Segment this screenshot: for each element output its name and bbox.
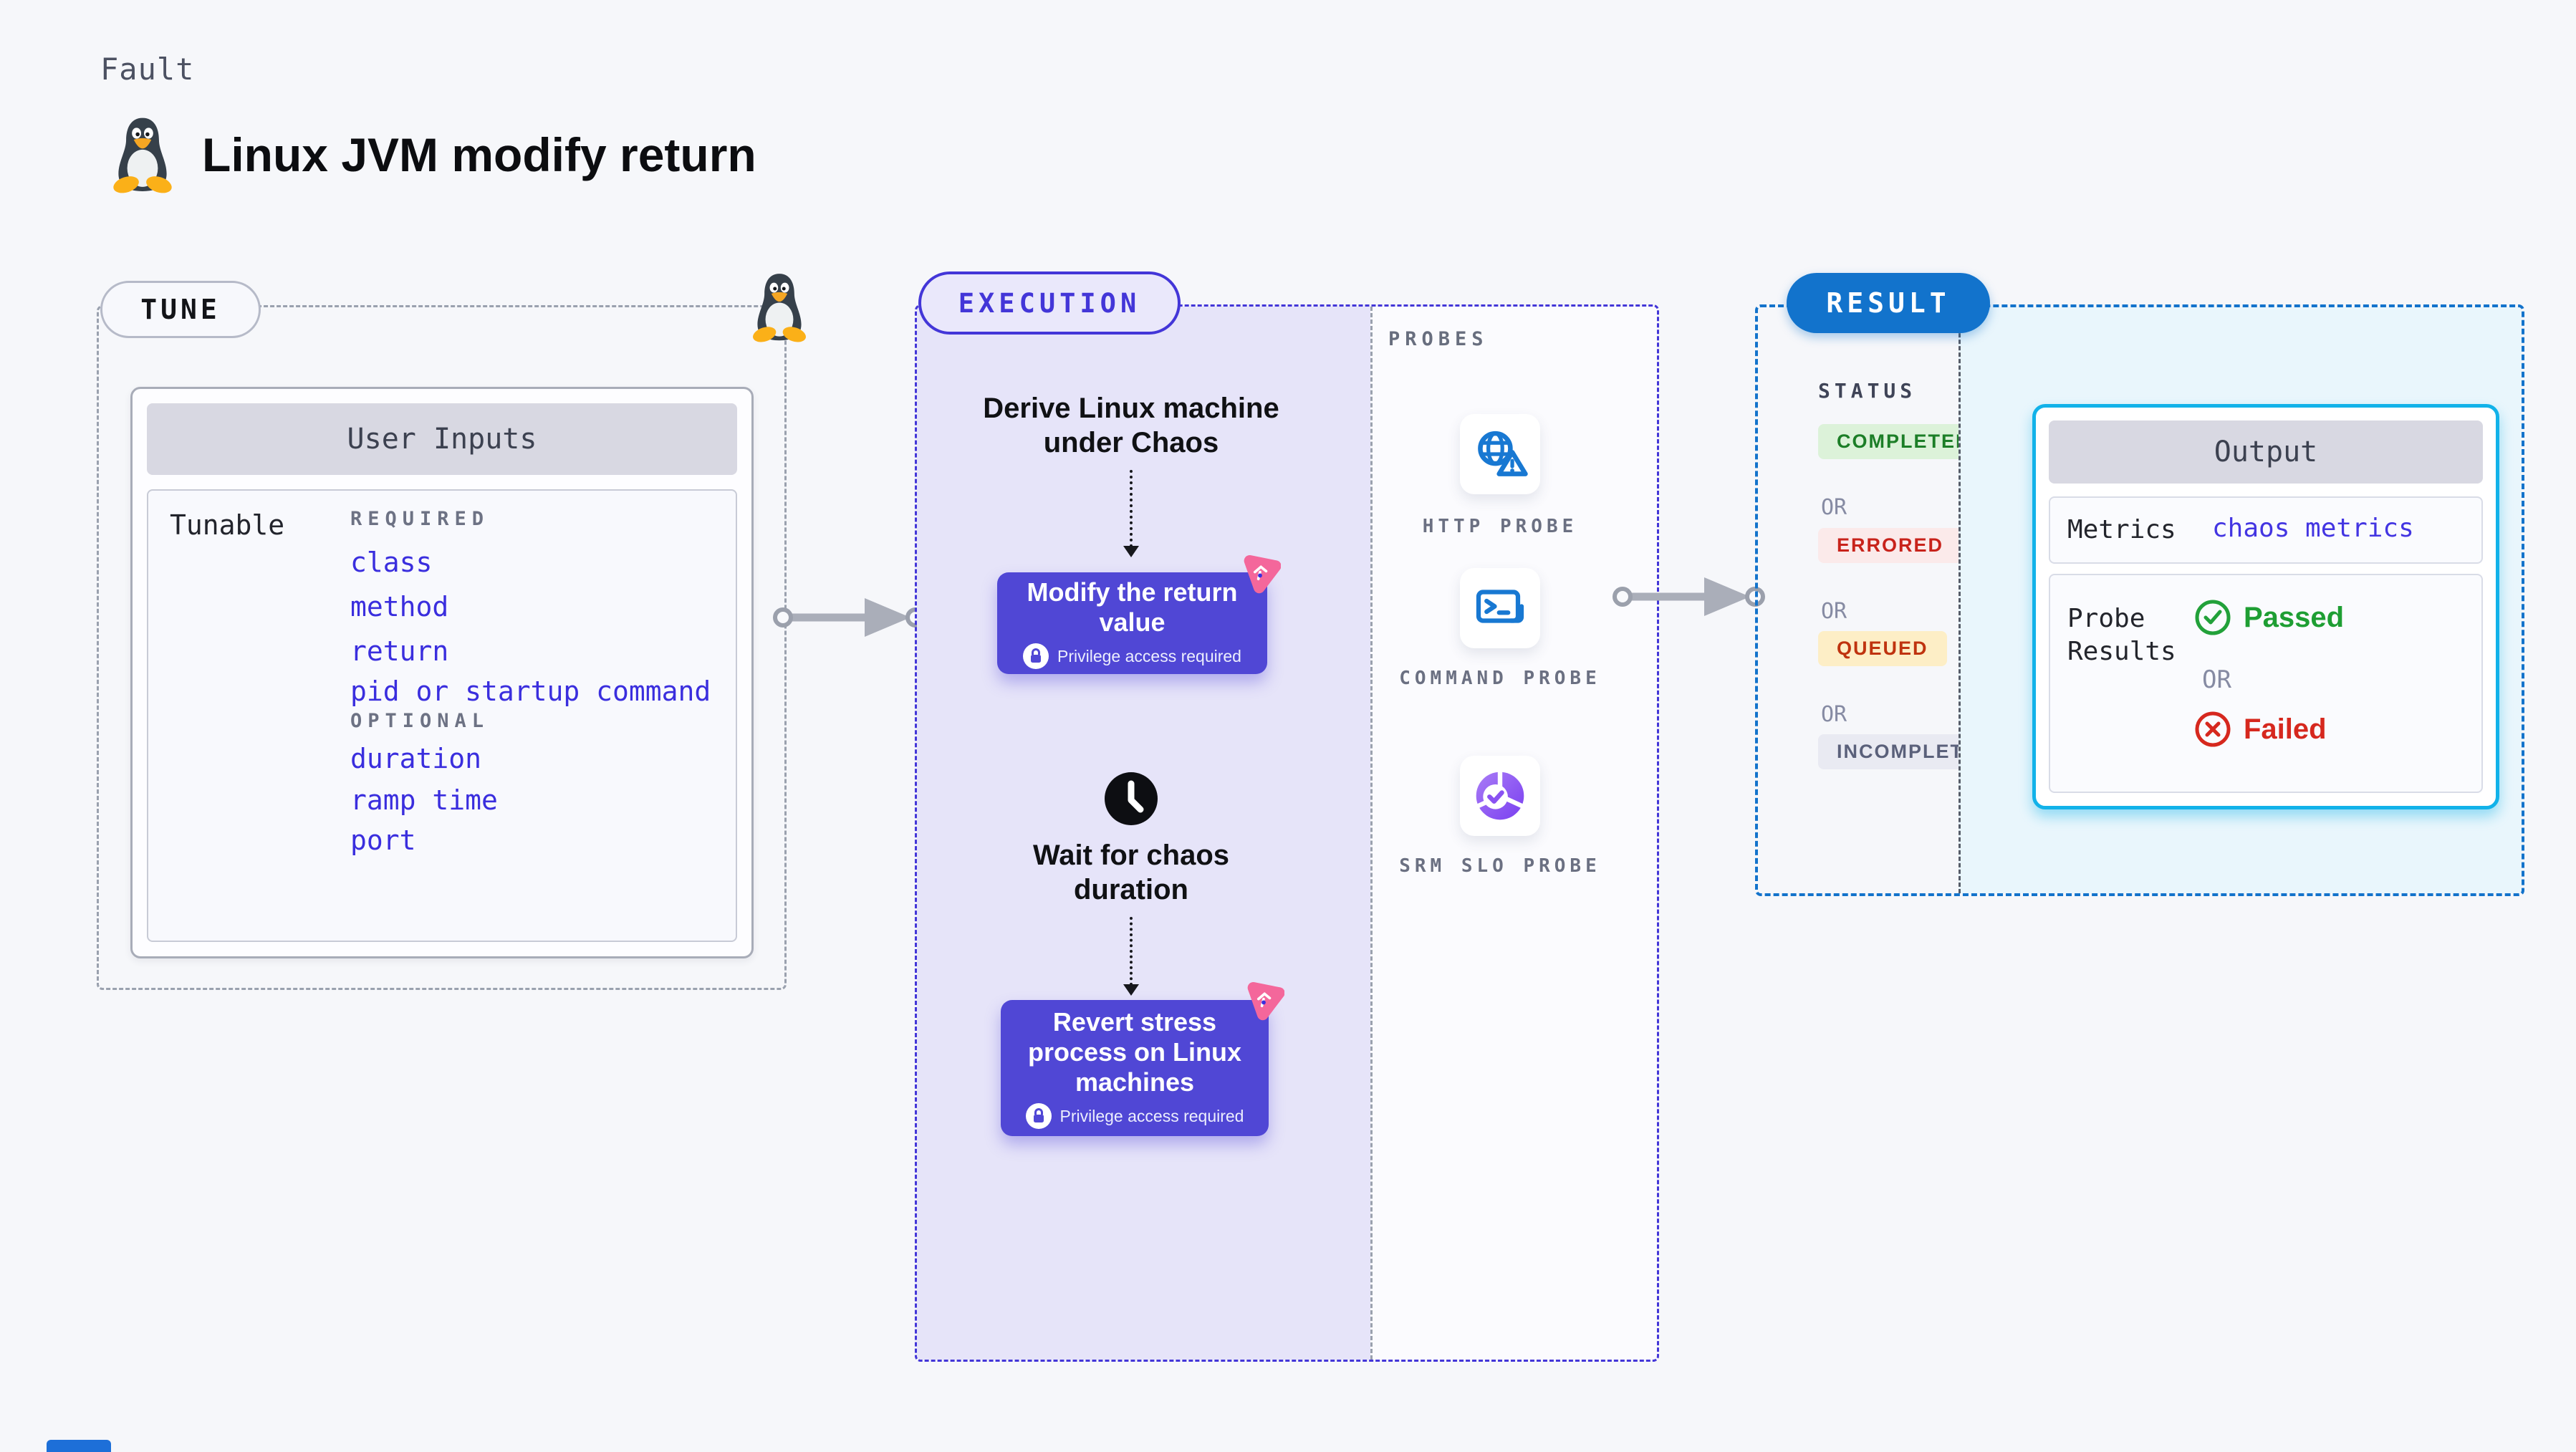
optional-group-label: OPTIONAL: [350, 710, 490, 732]
modify-return-step: Modify the return value Privilege access…: [997, 572, 1267, 674]
input-item-ramp-time: ramp time: [350, 784, 498, 816]
probe-results-row: Probe Results Passed OR: [2049, 574, 2483, 793]
metrics-row: Metrics chaos metrics: [2049, 496, 2483, 564]
privilege-badge-text: Privilege access required: [1059, 1106, 1244, 1125]
passed-verdict: Passed: [2193, 598, 2344, 637]
input-item-pid: pid or startup command: [350, 675, 711, 707]
chaos-pinwheel-icon: [1239, 553, 1281, 595]
x-circle-icon: [2195, 711, 2231, 747]
fault-kicker: Fault: [100, 52, 195, 87]
slo-donut-check-icon: [1475, 770, 1525, 820]
globe-warning-icon: [1478, 431, 1528, 476]
page-title: Linux JVM modify return: [202, 128, 756, 181]
clock-icon: [1105, 772, 1158, 825]
command-probe-card: [1460, 568, 1540, 648]
input-item-duration: duration: [350, 743, 482, 774]
dotted-connector-arrowhead: [1123, 984, 1139, 996]
tunable-panel: Tunable REQUIRED class method return pid…: [147, 489, 737, 942]
failed-text: Failed: [2244, 713, 2327, 745]
status-title: STATUS: [1818, 379, 1917, 403]
srm-slo-probe-card: [1460, 756, 1540, 836]
privilege-badge-text: Privilege access required: [1057, 646, 1241, 665]
execution-section: Derive Linux machine under Chaos Modify …: [915, 304, 1659, 1362]
passed-text: Passed: [2244, 601, 2345, 633]
dotted-connector: [1130, 917, 1133, 986]
tux-penguin-icon: [111, 117, 174, 193]
execution-pill: EXECUTION: [918, 271, 1181, 335]
tux-penguin-icon: [751, 274, 808, 342]
revert-stress-title: Revert stress process on Linux machines: [1027, 1007, 1242, 1097]
modify-return-title: Modify the return value: [1027, 577, 1238, 637]
dotted-connector-arrowhead: [1123, 546, 1139, 557]
result-section: STATUS COMPLETED OR ERRORED OR QUEUED OR…: [1755, 304, 2524, 896]
dotted-connector: [1130, 470, 1133, 547]
wait-step-text: Wait for chaos duration: [1032, 840, 1230, 905]
or-label: OR: [1821, 599, 1847, 624]
terminal-icon: [1476, 590, 1524, 623]
failed-verdict: Failed: [2193, 710, 2327, 749]
execution-flow-area: Derive Linux machine under Chaos Modify …: [917, 307, 1370, 1360]
flow-arrow-icon: [770, 592, 924, 643]
metrics-label: Metrics: [2067, 515, 2176, 544]
output-header: Output: [2049, 420, 2483, 484]
chaos-metrics-link[interactable]: chaos metrics: [2212, 514, 2414, 543]
flow-arrow-icon: [1610, 572, 1764, 622]
probes-title: PROBES: [1388, 328, 1489, 350]
result-output-area: Output Metrics chaos metrics Probe Resul…: [1959, 307, 2522, 893]
or-label: OR: [1821, 495, 1847, 520]
probe-results-label: Probe Results: [2067, 604, 2176, 666]
result-pill: RESULT: [1787, 273, 1990, 333]
status-badge-queued: QUEUED: [1818, 631, 1947, 666]
check-circle-icon: [2195, 600, 2231, 635]
status-column: STATUS COMPLETED OR ERRORED OR QUEUED OR…: [1758, 307, 2012, 893]
lock-icon: [1025, 1103, 1052, 1129]
input-item-port: port: [350, 824, 416, 856]
input-item-return: return: [350, 635, 449, 667]
input-item-method: method: [350, 591, 449, 622]
http-probe-card: [1460, 414, 1540, 494]
tune-pill: TUNE: [100, 281, 261, 338]
derive-step-text: Derive Linux machine under Chaos: [983, 393, 1279, 458]
required-group-label: REQUIRED: [350, 508, 490, 530]
probes-area: PROBES HTTP PROBE: [1370, 307, 1657, 1360]
chaos-pinwheel-icon: [1243, 980, 1284, 1021]
user-inputs-header: User Inputs: [147, 403, 737, 475]
tune-section: [97, 305, 787, 990]
or-label: OR: [1821, 702, 1847, 727]
bottom-edge-blue-artifact: [47, 1440, 111, 1452]
user-inputs-card: User Inputs Tunable REQUIRED class metho…: [130, 387, 754, 958]
status-badge-errored: ERRORED: [1818, 528, 1963, 563]
privilege-badge: Privilege access required: [1023, 643, 1241, 669]
privilege-badge: Privilege access required: [1025, 1103, 1244, 1129]
output-card: Output Metrics chaos metrics Probe Resul…: [2032, 404, 2499, 809]
input-item-class: class: [350, 547, 433, 578]
revert-stress-step: Revert stress process on Linux machines …: [1001, 1000, 1269, 1136]
or-label: OR: [2202, 665, 2231, 694]
srm-slo-probe-label: SRM SLO PROBE: [1399, 855, 1601, 877]
command-probe-label: COMMAND PROBE: [1399, 668, 1601, 689]
tunable-label: Tunable: [170, 509, 285, 541]
http-probe-label: HTTP PROBE: [1422, 516, 1578, 537]
lock-icon: [1023, 643, 1049, 669]
